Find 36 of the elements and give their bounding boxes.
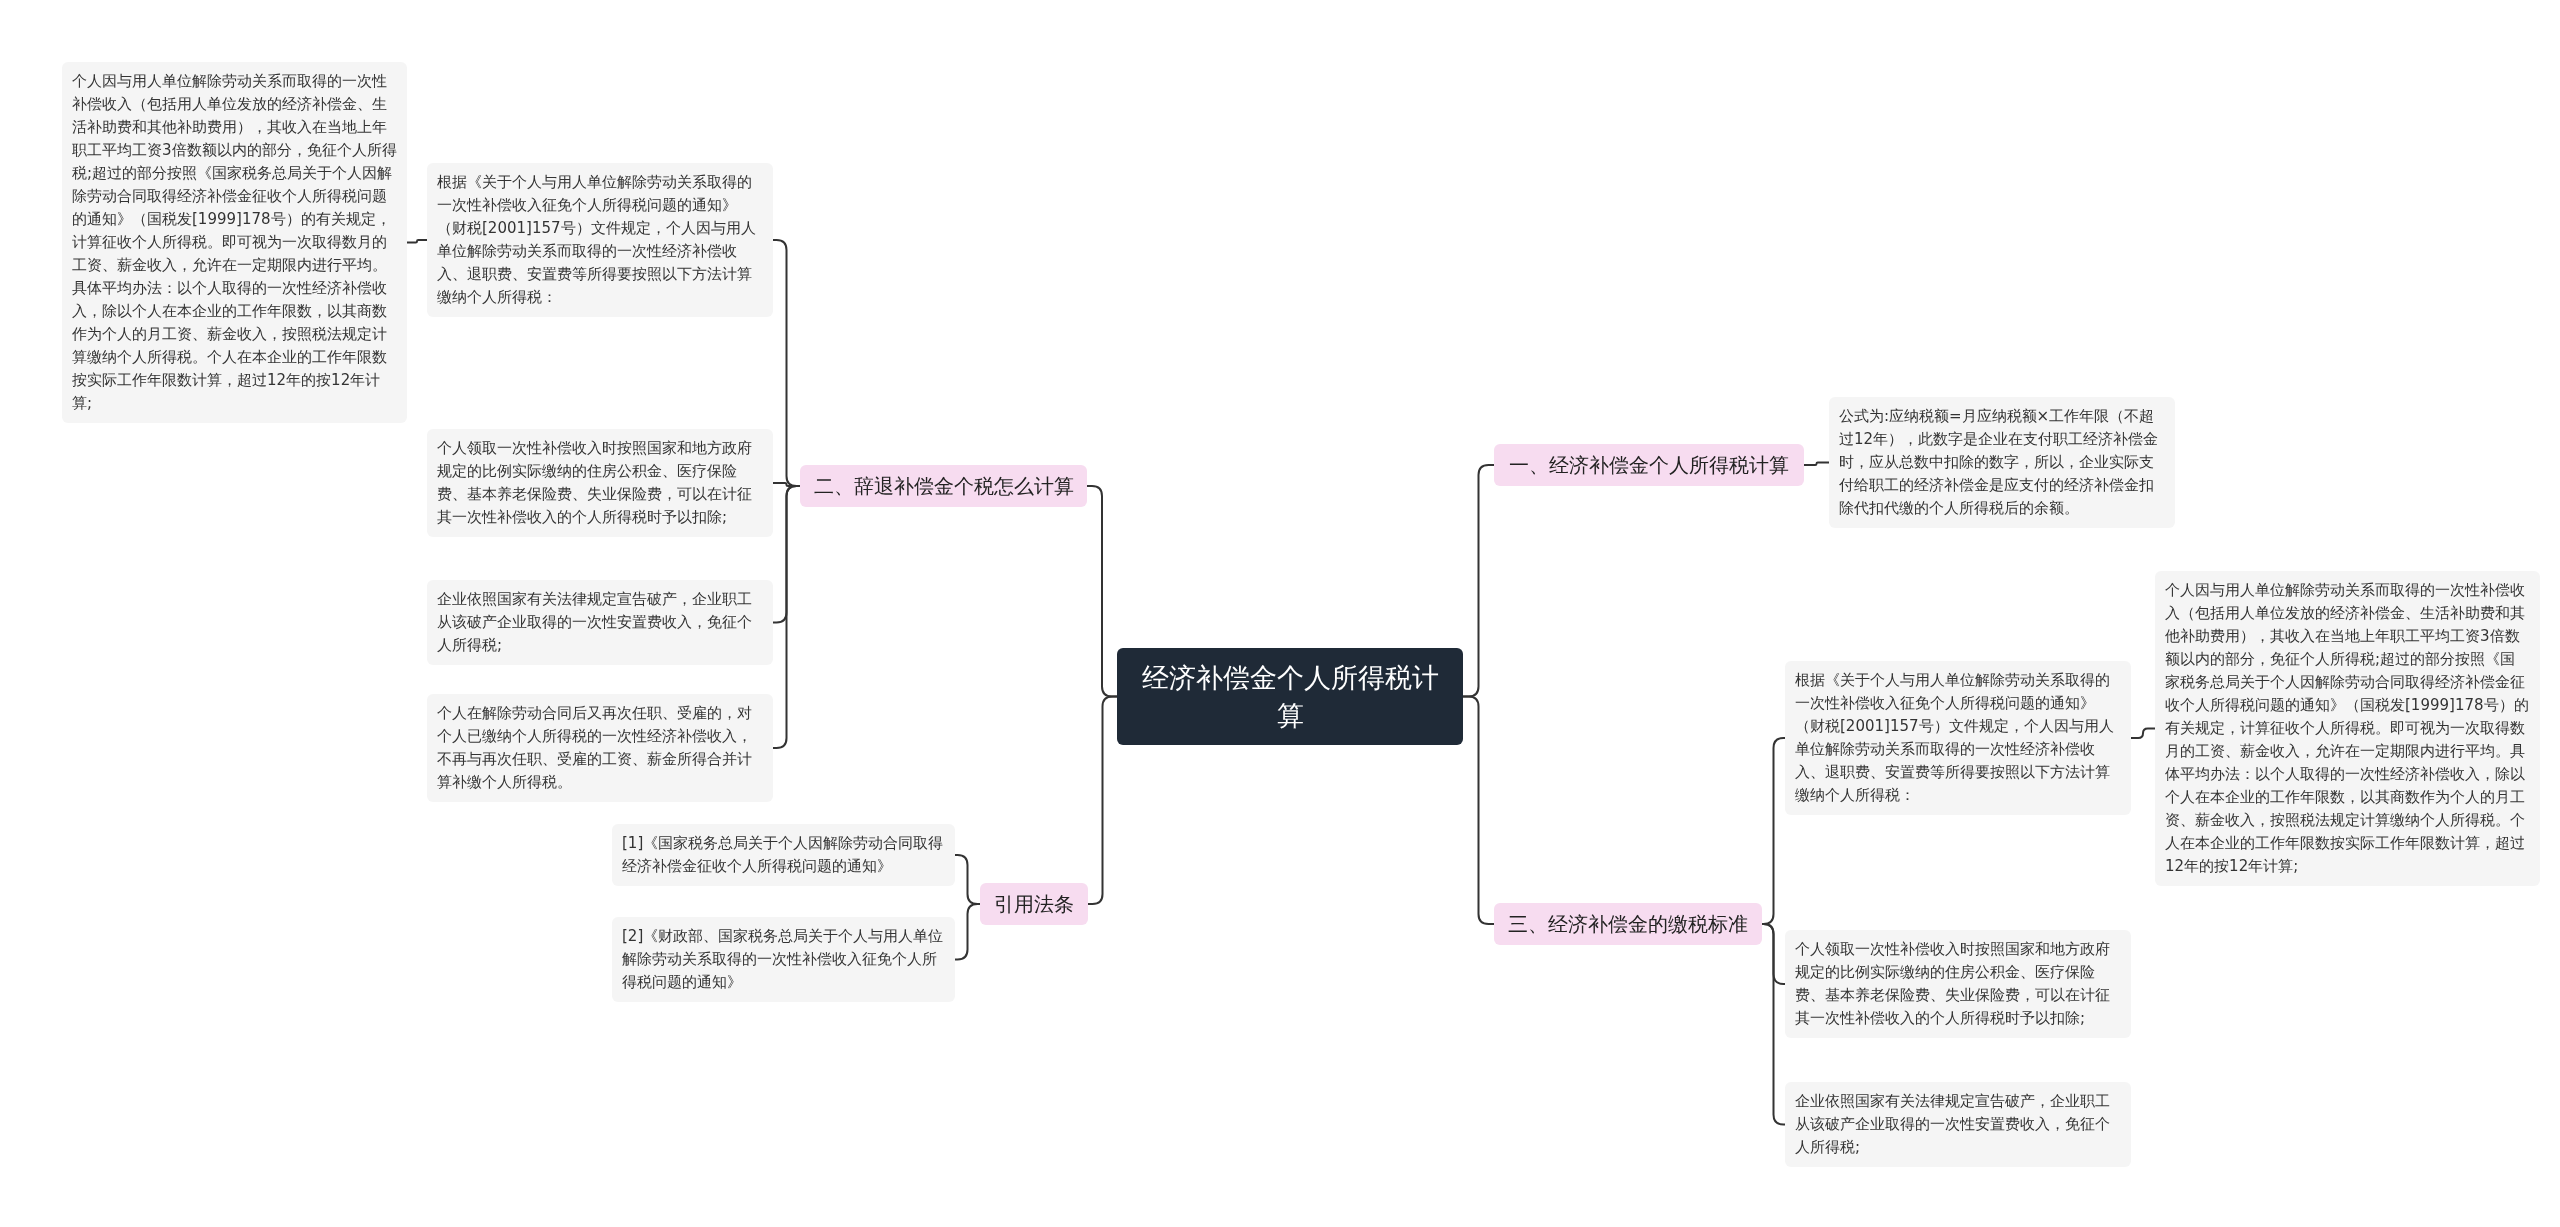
branch-topic bbox=[1494, 444, 1804, 486]
topic-text: 企业依照国家有关法律规定宣告破产，企业职工从该破产企业取得的一次性安置费收入，免征个人所得税; bbox=[1795, 1091, 2111, 1158]
central-topic bbox=[1117, 648, 1463, 745]
topic-text: 根据《关于个人与用人单位解除劳动关系取得的一次性补偿收入征免个人所得税问题的通知》（财税[2001]157号）文件规定，个人因与用人单位解除劳动关系而取得的一次性经济补偿收入、退职费、安置费等所得要按照以下方法计算缴纳个人所得税： bbox=[1795, 670, 2115, 806]
topic-text: [2]《财政部、国家税务总局关于个人与用人单位解除劳动关系取得的一次性补偿收入征免个人所得税问题的通知》 bbox=[622, 926, 945, 993]
note-card bbox=[427, 580, 773, 665]
note-card bbox=[1785, 930, 2131, 1038]
topic-text: [1]《国家税务总局关于个人因解除劳动合同取得经济补偿金征收个人所得税问题的通知》 bbox=[622, 833, 945, 877]
note-card bbox=[427, 694, 773, 802]
topic-text: 一、经济补偿金个人所得税计算 bbox=[1508, 452, 1790, 478]
note-card bbox=[1785, 661, 2131, 815]
topic-text: 引用法条 bbox=[993, 891, 1075, 917]
topic-text: 企业依照国家有关法律规定宣告破产，企业职工从该破产企业取得的一次性安置费收入，免征个人所得税; bbox=[437, 589, 753, 656]
topic-text: 个人在解除劳动合同后又再次任职、受雇的，对个人已缴纳个人所得税的一次性经济补偿收入，不再与再次任职、受雇的工资、薪金所得合并计算补缴个人所得税。 bbox=[437, 703, 753, 793]
connector-line bbox=[1803, 461, 1830, 466]
topic-text: 个人因与用人单位解除劳动关系而取得的一次性补偿收入（包括用人单位发放的经济补偿金、生活补助费和其他补助费用），其收入在当地上年职工平均工资3倍数额以内的部分，免征个人所得税;超过的部分按照《国家税务总局关于个人因解除劳动合同取得经济补偿金征收个人所得税问题的通知》（国税发[1999]178号）的有关规定，计算征收个人所得税。即可视为一次取得数月的工资、薪金收入，允许在一定期限内进行平均。具体平均办法：以个人取得的一次性经济补偿收入，除以个人在本企业的工作年限数，以其商数作为个人的月工资、薪金收入，按照税法规定计算缴纳个人所得税。个人在本企业的工作年限数按实际工作年限数计算，超过12年的按12年计算; bbox=[72, 71, 397, 414]
connector-line bbox=[1761, 923, 1786, 1126]
topic-text: 经济补偿金个人所得税计算 bbox=[1140, 660, 1440, 733]
connector-line bbox=[2130, 727, 2156, 739]
note-card bbox=[427, 429, 773, 537]
topic-text: 公式为:应纳税额=月应纳税额×工作年限（不超过12年），此数字是企业在支付职工经济补偿金时，应从总数中扣除的数字，所以，企业实际支付给职工的经济补偿金是应支付的经济补偿金扣除代扣代缴的个人所得税后的余额。 bbox=[1839, 406, 2160, 519]
branch-topic bbox=[980, 883, 1088, 925]
topic-text: 二、辞退补偿金个税怎么计算 bbox=[812, 473, 1075, 499]
connector-line bbox=[406, 239, 428, 244]
note-card bbox=[612, 917, 955, 1002]
topic-text: 个人领取一次性补偿收入时按照国家和地方政府规定的比例实际缴纳的住房公积金、医疗保险费、基本养老保险费、失业保险费，可以在计征其一次性补偿收入的个人所得税时予以扣除; bbox=[437, 438, 753, 528]
note-card bbox=[1785, 1082, 2131, 1167]
note-card bbox=[427, 163, 773, 317]
branch-topic bbox=[800, 465, 1087, 507]
note-card bbox=[1829, 397, 2175, 528]
note-card bbox=[612, 824, 955, 886]
topic-text: 三、经济补偿金的缴税标准 bbox=[1507, 911, 1749, 937]
topic-text: 个人因与用人单位解除劳动关系而取得的一次性补偿收入（包括用人单位发放的经济补偿金、生活补助费和其他补助费用），其收入在当地上年职工平均工资3倍数额以内的部分，免征个人所得税;超过的部分按照《国家税务总局关于个人因解除劳动合同取得经济补偿金征收个人所得税问题的通知》（国税发[1999]178号）的有关规定，计算征收个人所得税。即可视为一次取得数月的工资、薪金收入，允许在一定期限内进行平均。具体平均办法：以个人取得的一次性经济补偿收入，除以个人在本企业的工作年限数，以其商数作为个人的月工资、薪金收入，按照税法规定计算缴纳个人所得税。个人在本企业的工作年限数按实际工作年限数计算，超过12年的按12年计算; bbox=[2165, 580, 2530, 877]
topic-text: 根据《关于个人与用人单位解除劳动关系取得的一次性补偿收入征免个人所得税问题的通知》（财税[2001]157号）文件规定，个人因与用人单位解除劳动关系而取得的一次性经济补偿收入、退职费、安置费等所得要按照以下方法计算缴纳个人所得税： bbox=[437, 172, 757, 308]
topic-text: 个人领取一次性补偿收入时按照国家和地方政府规定的比例实际缴纳的住房公积金、医疗保险费、基本养老保险费、失业保险费，可以在计征其一次性补偿收入的个人所得税时予以扣除; bbox=[1795, 939, 2111, 1029]
branch-topic bbox=[1494, 903, 1762, 945]
